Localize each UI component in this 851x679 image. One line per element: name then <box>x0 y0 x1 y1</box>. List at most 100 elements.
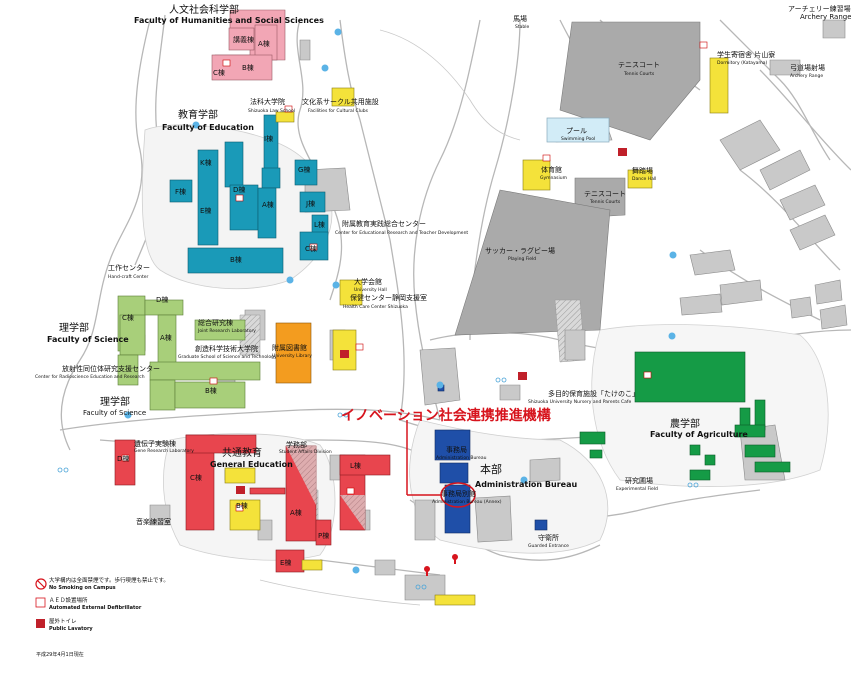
guard-label-ja: 守衛所 <box>538 533 559 542</box>
univ-hall-label-en: University Hall <box>354 287 387 293</box>
agri-label-ja: 農学部 <box>670 417 700 430</box>
archery-road-label-ja: アーチェリー練習場 <box>788 4 851 13</box>
bicycle-icon <box>415 584 427 590</box>
tennis-label-ja: テニスコート <box>618 61 660 69</box>
general-hatched-overlay <box>286 446 365 530</box>
building-A-gen: A棟 <box>290 508 302 517</box>
parking-icon <box>321 64 329 72</box>
humanities-label-ja: 人文社会科学部 <box>169 3 239 16</box>
building-D-sci: D棟 <box>156 295 168 304</box>
building-C-humanities: C棟 <box>213 68 225 77</box>
education-label-en: Faculty of Education <box>162 123 254 132</box>
innovation-label: イノベーション社会連携推進機構 <box>341 407 551 424</box>
grad-label-en: Graduate School of Science and Technolog… <box>178 354 277 360</box>
grad-label-ja: 創造科学技術大学院 <box>195 344 258 353</box>
humanities-buildings <box>211 9 286 81</box>
tennis2-label-ja: テニスコート <box>584 190 626 198</box>
bicycle-icons <box>57 377 699 590</box>
dorm-label-en: Dormitory (Katayama) <box>717 60 768 66</box>
building-B-humanities: B棟 <box>242 63 254 72</box>
toilet-icons <box>236 148 627 494</box>
humanities-label-en: Faculty of Humanities and Social Science… <box>134 16 324 25</box>
edu-research-label-en: Center for Educational Research and Teac… <box>335 230 468 236</box>
building-L-gen: L棟 <box>350 461 361 470</box>
aed-icon <box>35 597 46 608</box>
toilet-icon <box>36 619 45 628</box>
toilet-icon <box>340 350 349 358</box>
aed-icon <box>284 105 293 113</box>
agriculture-buildings <box>579 351 791 481</box>
parking-icon <box>334 28 342 36</box>
building-D-gen: D棟 <box>117 454 129 463</box>
aed-icon <box>643 371 652 379</box>
no-smoking-icon <box>35 578 47 590</box>
aed-icon <box>699 41 708 49</box>
dance-label-ja: 舞踏場 <box>632 166 653 175</box>
aed-icon <box>235 504 244 512</box>
innovation-highlight <box>406 420 476 508</box>
univ-hall-label-ja: 大学会館 <box>354 277 382 286</box>
legend-aed-en: Automated External Defibrillator <box>49 605 142 611</box>
agri-label-en: Faculty of Agriculture <box>650 430 748 439</box>
main-label-ja: 本部 <box>480 462 502 476</box>
gene-label-ja: 遺伝子実験棟 <box>134 439 176 448</box>
building-B-edu: B棟 <box>230 255 242 264</box>
archery-road-label-en: Archery Range <box>800 13 851 21</box>
law-school-label-en: Shizuoka Law School <box>248 108 295 114</box>
aed-icon <box>235 194 244 202</box>
science-label-ja: 理学部 <box>59 321 89 334</box>
toilet-icon <box>236 486 245 494</box>
building-E-edu: E棟 <box>200 206 211 215</box>
building-A-sci: A棟 <box>160 333 172 342</box>
soccer-label-en: Playing Field <box>508 256 536 262</box>
legend-smoke-en: No Smoking on Campus <box>49 585 116 591</box>
parking-icon <box>436 381 444 389</box>
legend-aed-ja: ＡＥＤ設置場所 <box>49 596 88 604</box>
building-jyoho: 講義棟 <box>233 35 254 44</box>
library-label-en: University Library <box>272 353 312 359</box>
playing-field <box>454 189 611 336</box>
pool-label-ja: プール <box>566 127 587 135</box>
toilet-icon <box>518 372 527 380</box>
swimming-pool <box>546 117 610 143</box>
parking-icon <box>520 476 528 484</box>
student-label-ja: 学務部 <box>286 440 307 449</box>
education-label-ja: 教育学部 <box>178 108 218 121</box>
aed-icon <box>222 59 231 67</box>
aed-icon <box>346 487 355 495</box>
archery-label-en: Archery Range <box>790 73 823 79</box>
building-B-gen: B棟 <box>236 501 248 510</box>
building-P-gen: P棟 <box>318 531 329 540</box>
parking-icon <box>286 276 294 284</box>
tennis2-label-en: Tennis Courts <box>589 199 621 205</box>
cultural-label-ja: 文化系サークル共用施設 <box>302 97 379 106</box>
admin-bureau-label-ja: 事務局 <box>446 445 467 454</box>
legend: 大学構内は全面禁煙です。歩行喫煙も禁止です。 No Smoking on Cam… <box>35 576 169 658</box>
building-B-sci: B棟 <box>205 386 217 395</box>
annex-label-en: Administration Bureau (Annex) <box>432 499 502 505</box>
building-letters: 講義棟 A棟 B棟 C棟 I棟 K棟 F棟 E棟 D棟 A棟 G棟 J棟 L棟 … <box>117 35 361 567</box>
tennis-courts-north <box>559 21 701 141</box>
parking-icon <box>192 121 200 129</box>
aed-icon <box>309 243 318 251</box>
radio-label-en: Center for Radioscience Education and Re… <box>35 374 145 380</box>
music-label: 音楽練習室 <box>136 517 171 526</box>
science2-label-ja: 理学部 <box>100 395 130 408</box>
bicycle-icon <box>687 482 699 488</box>
building-G-edu: G棟 <box>298 165 310 174</box>
archery-label-ja: 弓道場射場 <box>790 63 825 72</box>
map-pin-icon <box>424 566 430 576</box>
main-label-en: Administration Bureau <box>475 480 577 489</box>
general-label-en: General Education <box>210 460 293 469</box>
date-note: 平成29年4月1日現在 <box>36 651 84 658</box>
map-pin-icon <box>452 554 458 564</box>
admin-buildings <box>434 384 548 534</box>
gene-label-en: Gene Research Laboratory <box>134 448 194 454</box>
bicycle-icon <box>337 412 349 418</box>
nursery-label-ja: 多目的保育施設「たけのこ」 <box>548 389 639 398</box>
joint-research-label-ja: 総合研究棟 <box>198 318 233 327</box>
science2-label-en: Faculty of Science <box>83 409 146 417</box>
building-C-gen: C棟 <box>190 473 202 482</box>
building-K-edu: K棟 <box>200 158 212 167</box>
